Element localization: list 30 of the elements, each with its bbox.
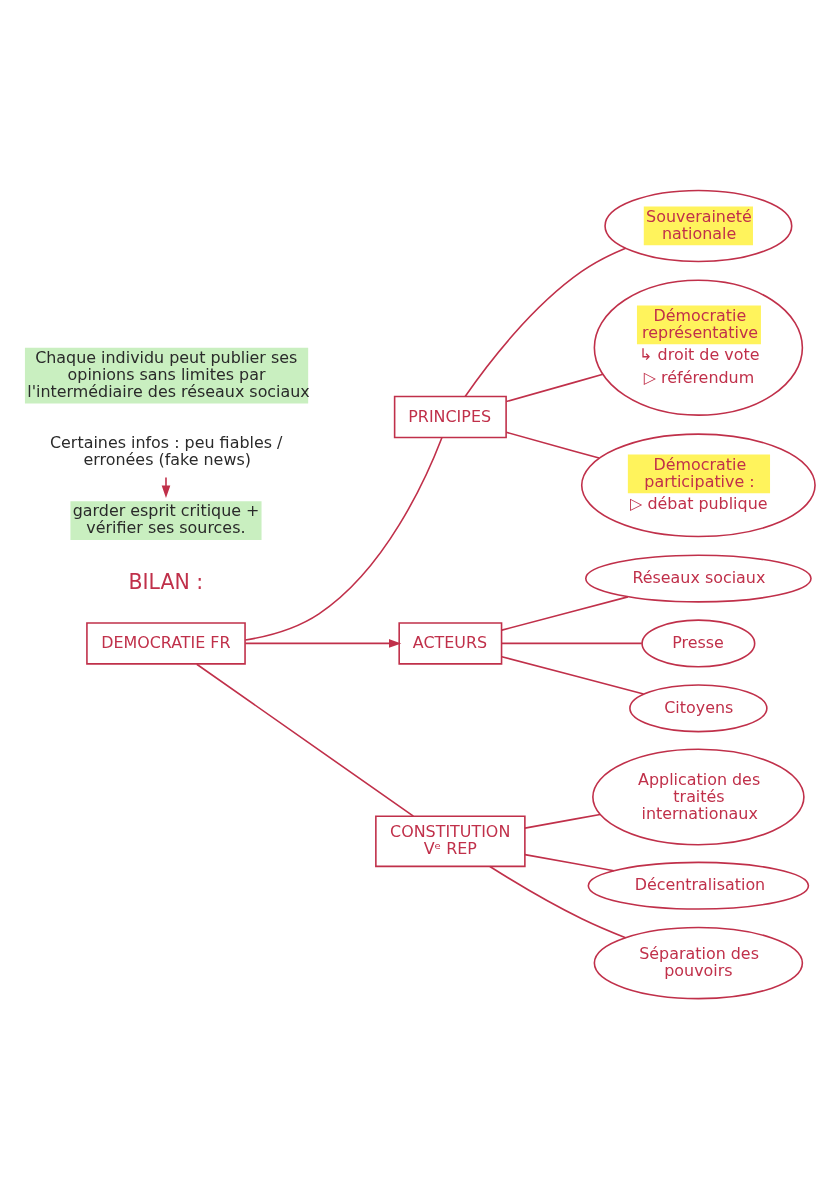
node-ellipse: Démocratie représentative ↳ droit de vote ▷ référendum: [593, 278, 804, 416]
connector: [524, 853, 615, 871]
node-ellipse: Application des traités internationaux: [592, 748, 805, 845]
connector: [489, 865, 627, 938]
node-ellipse: Décentralisation: [587, 861, 810, 910]
node-text: Certaines infos : peu fiables / erronées (fake news): [49, 432, 283, 469]
connector: [501, 655, 645, 695]
node-ellipse: Presse: [641, 618, 756, 668]
node-box: DEMOCRATIE FR: [86, 621, 246, 665]
node-ellipse: Souveraineté nationale: [604, 189, 793, 262]
arrow: [244, 638, 402, 648]
connector: [464, 246, 627, 397]
connector: [501, 642, 643, 644]
connector: [505, 431, 600, 459]
label: BILAN :: [128, 569, 204, 594]
connector: [524, 813, 601, 829]
node-box: garder esprit critique + vérifier ses sources.: [70, 500, 262, 540]
node-box: ACTEURS: [398, 621, 503, 665]
arrow: [161, 476, 171, 498]
connector: [244, 436, 443, 641]
node-ellipse: Citoyens: [629, 683, 768, 732]
node-box: CONSTITUTION Vᵉ REP: [375, 815, 526, 867]
connector: [505, 373, 604, 402]
label: Chaque individu peut publier ses opinions sans limites par l'intermédiaire des réseaux sociaux: [27, 347, 310, 401]
connector: [501, 595, 629, 631]
node-ellipse: Réseaux sociaux: [585, 553, 812, 603]
node-box: PRINCIPES: [393, 395, 507, 438]
connector: [196, 662, 415, 817]
node-ellipse: Démocratie participative : ▷ débat publique: [580, 432, 816, 537]
node-ellipse: Séparation des pouvoirs: [593, 926, 804, 999]
